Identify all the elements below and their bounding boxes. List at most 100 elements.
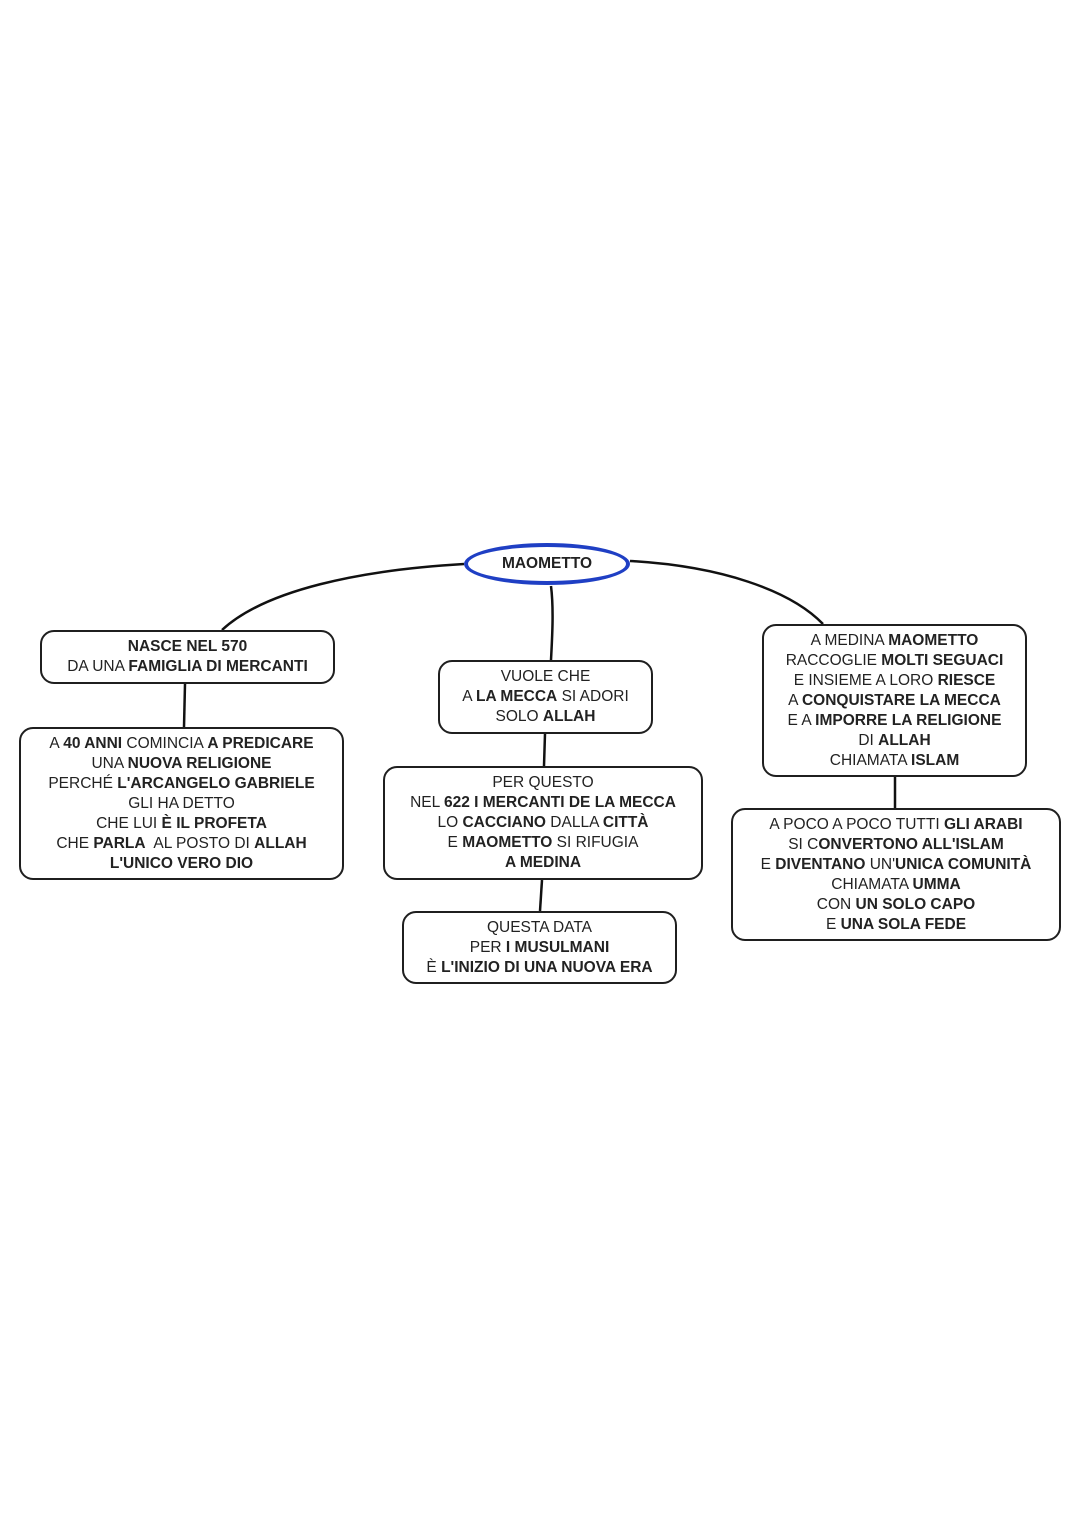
node-text-line: A LA MECCA SI ADORI xyxy=(462,687,629,707)
text: E A xyxy=(787,711,816,729)
text: A POCO A POCO TUTTI xyxy=(769,815,944,833)
bold-text: 622 I MERCANTI DE LA MECCA xyxy=(443,794,676,811)
node-text-line: CHE PARLA AL POSTO DI ALLAH xyxy=(56,834,306,854)
text: SI C xyxy=(788,835,819,853)
text: A xyxy=(49,734,64,752)
node-text-line: LO CACCIANO DALLA CITTÀ xyxy=(437,813,648,833)
bold-text: UNA SOLA FEDE xyxy=(840,915,967,933)
text: UNA xyxy=(91,754,128,772)
text: E xyxy=(825,915,841,933)
text: E INSIEME A LORO xyxy=(793,671,938,689)
text: DALLA xyxy=(546,814,603,831)
bold-text: ALLAH xyxy=(878,731,931,749)
node-text-line: A CONQUISTARE LA MECCA xyxy=(788,691,1001,711)
node-new-era: QUESTA DATA PER I MUSULMANI È L'INIZIO DI … xyxy=(402,911,677,984)
bold-text: PARLA xyxy=(93,834,146,852)
text: CHE xyxy=(56,834,94,852)
node-text-line: DI ALLAH xyxy=(858,731,930,751)
node-exile: PER QUESTO NEL 622 I MERCANTI DE LA MECCA… xyxy=(383,766,703,880)
node-text-line: E INSIEME A LORO RIESCE xyxy=(794,671,996,691)
node-text-line: NEL 622 I MERCANTI DE LA MECCA xyxy=(410,793,676,813)
node-text-line: E A IMPORRE LA RELIGIONE xyxy=(788,711,1002,731)
bold-text: IMPORRE LA RELIGIONE xyxy=(815,711,1002,729)
bold-text: A MEDINA xyxy=(504,854,582,871)
text: A MEDINA xyxy=(810,631,889,649)
bold-text: UN SOLO CAPO xyxy=(855,895,976,913)
text: QUESTA DATA xyxy=(486,918,593,936)
text: LO xyxy=(437,814,463,831)
text: CON xyxy=(816,895,856,913)
bold-text: FAMIGLIA DI MERCANTI xyxy=(128,658,308,675)
node-text-line: L'UNICO VERO DIO xyxy=(110,854,253,874)
bold-text: A PREDICARE xyxy=(207,734,314,752)
bold-text: È IL PROFETA xyxy=(161,814,267,832)
node-text-line: DA UNA FAMIGLIA DI MERCANTI xyxy=(67,657,308,677)
text: PERCHÉ xyxy=(48,774,118,792)
bold-text: CACCIANO xyxy=(462,814,546,831)
node-text-line: GLI HA DETTO xyxy=(128,794,235,814)
node-text-line: SOLO ALLAH xyxy=(496,707,596,727)
text: AL POSTO DI xyxy=(145,834,255,852)
node-text-line: A MEDINA xyxy=(505,853,581,873)
text: A xyxy=(788,691,802,709)
node-text-line: SI CONVERTONO ALL'ISLAM xyxy=(788,835,1004,855)
link-birth-preaching xyxy=(182,683,187,728)
node-text-line: E MAOMETTO SI RIFUGIA xyxy=(448,833,639,853)
text: CHIAMATA xyxy=(831,875,913,893)
link-mecca-wish-exile xyxy=(542,733,547,767)
text: E xyxy=(447,834,463,851)
text: UN' xyxy=(865,855,896,873)
node-text-line: CON UN SOLO CAPO xyxy=(817,895,975,915)
text: SI ADORI xyxy=(557,688,629,705)
node-text-line: PER I MUSULMANI xyxy=(470,938,610,958)
node-text-line: E UNA SOLA FEDE xyxy=(826,915,966,935)
root-label: MAOMETTO xyxy=(501,555,593,572)
bold-text: NUOVA RELIGIONE xyxy=(127,754,272,772)
node-text-line: PER QUESTO xyxy=(492,773,593,793)
link-root-medina xyxy=(629,559,824,625)
bold-text: I MUSULMANI xyxy=(505,938,610,956)
node-birth: NASCE NEL 570 DA UNA FAMIGLIA DI MERCANTI xyxy=(40,630,335,684)
bold-text: ISLAM xyxy=(911,751,960,769)
node-text-line: QUESTA DATA xyxy=(487,918,592,938)
bold-text: L'INIZIO DI UNA NUOVA ERA xyxy=(441,958,653,976)
node-text-line: VUOLE CHE xyxy=(501,667,591,687)
node-text-line: CHE LUI È IL PROFETA xyxy=(96,814,267,834)
text: SI RIFUGIA xyxy=(552,834,639,851)
bold-text: NASCE NEL 570 xyxy=(127,638,248,655)
text: CHIAMATA xyxy=(829,751,912,769)
root-node-maometto: MAOMETTO xyxy=(464,543,630,585)
text: PER QUESTO xyxy=(492,774,594,791)
text: GLI HA DETTO xyxy=(128,794,235,812)
text: COMINCIA xyxy=(122,734,208,752)
text: NEL xyxy=(410,794,444,811)
bold-text: L'UNICO VERO DIO xyxy=(109,854,254,872)
bold-text: GLI ARABI xyxy=(943,815,1023,833)
link-root-mecca-wish xyxy=(549,585,554,661)
text: CHE LUI xyxy=(96,814,162,832)
bold-text: DIVENTANO xyxy=(775,855,866,873)
text: È xyxy=(426,958,442,976)
bold-text: ALLAH xyxy=(254,834,307,852)
text: DA UNA xyxy=(67,658,129,675)
node-text-line: NASCE NEL 570 xyxy=(128,637,247,657)
node-text-line: RACCOGLIE MOLTI SEGUACI xyxy=(786,651,1004,671)
bold-text: MOLTI SEGUACI xyxy=(881,651,1004,669)
text: SOLO xyxy=(495,708,543,725)
text: VUOLE CHE xyxy=(500,668,591,685)
text: PER xyxy=(469,938,506,956)
bold-text: MAOMETTO xyxy=(462,834,553,851)
text: E xyxy=(760,855,776,873)
bold-text: ONVERTONO ALL'ISLAM xyxy=(818,835,1004,853)
node-text-line: A POCO A POCO TUTTI GLI ARABI xyxy=(769,815,1022,835)
bold-text: MAOMETTO xyxy=(888,631,979,649)
link-exile-new-era xyxy=(538,879,544,912)
bold-text: L'ARCANGELO GABRIELE xyxy=(117,774,315,792)
text: DI xyxy=(858,731,879,749)
node-text-line: CHIAMATA UMMA xyxy=(831,875,960,895)
bold-text: CONQUISTARE LA MECCA xyxy=(801,691,1001,709)
node-text-line: E DIVENTANO UN'UNICA COMUNITÀ xyxy=(761,855,1032,875)
